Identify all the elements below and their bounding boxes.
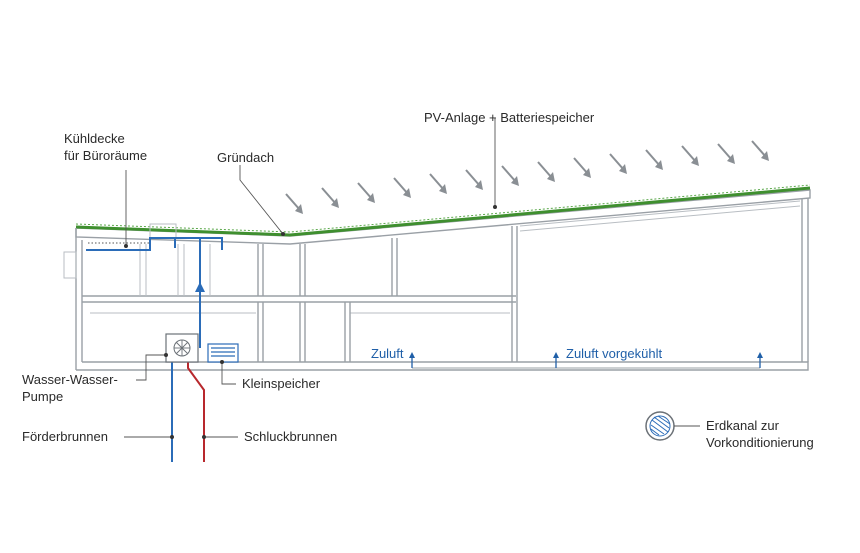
sun-ray-arrow-icon — [357, 182, 375, 203]
schluckbrunnen-label: Schluckbrunnen — [244, 429, 337, 444]
storage-tank-icon — [207, 343, 239, 363]
earth-duct-icon — [645, 411, 675, 441]
air-supply — [409, 352, 763, 369]
sun-ray-arrow-icon — [393, 177, 411, 198]
sun-ray-arrow-icon — [681, 145, 699, 166]
kleinspeicher-label: Kleinspeicher — [242, 376, 321, 391]
sun-ray-arrow-icon — [645, 149, 663, 170]
sun-ray-arrow-icon — [429, 173, 447, 194]
air-arrow-icon — [757, 352, 763, 368]
sun-ray-arrow-icon — [573, 157, 591, 178]
green-roof — [75, 184, 811, 237]
pumpe-label-line1: Wasser-Wasser- — [22, 372, 118, 387]
sun-ray-arrow-icon — [285, 193, 303, 214]
heat-pump-fan-icon — [173, 339, 191, 357]
leader-dots — [124, 205, 497, 439]
foerderbrunnen-label: Förderbrunnen — [22, 429, 108, 444]
sun-ray-arrow-icon — [321, 187, 339, 208]
gruendach-label: Gründach — [217, 150, 274, 165]
pv-label: PV-Anlage + Batteriespeicher — [424, 110, 595, 125]
sun-ray-arrow-icon — [537, 161, 555, 182]
air-arrow-icon — [553, 352, 559, 368]
sun-ray-arrow-icon — [717, 143, 735, 164]
kuehldecke-label-line1: Kühldecke — [64, 131, 125, 146]
kuehldecke-label-line2: für Büroräume — [64, 148, 147, 163]
heat-pump — [165, 333, 199, 363]
supply-pipes — [86, 237, 223, 462]
return-pipe — [187, 362, 205, 462]
zuluft-label: Zuluft — [371, 346, 404, 361]
leader-lines — [124, 118, 700, 438]
air-arrow-icon — [409, 352, 415, 368]
sun-ray-arrow-icon — [501, 165, 519, 186]
erdkanal-label-line1: Erdkanal zur — [706, 418, 780, 433]
sun-ray-arrow-icon — [609, 153, 627, 174]
pumpe-label-line2: Pumpe — [22, 389, 63, 404]
sun-ray-arrow-icon — [751, 140, 769, 161]
erdkanal-label-line2: Vorkonditionierung — [706, 435, 814, 450]
zuluft-vorgekuehlt-label: Zuluft vorgekühlt — [566, 346, 662, 361]
sun-ray-arrow-icon — [465, 169, 483, 190]
building-shell — [63, 198, 809, 371]
sun-ray-arrows — [285, 140, 769, 214]
